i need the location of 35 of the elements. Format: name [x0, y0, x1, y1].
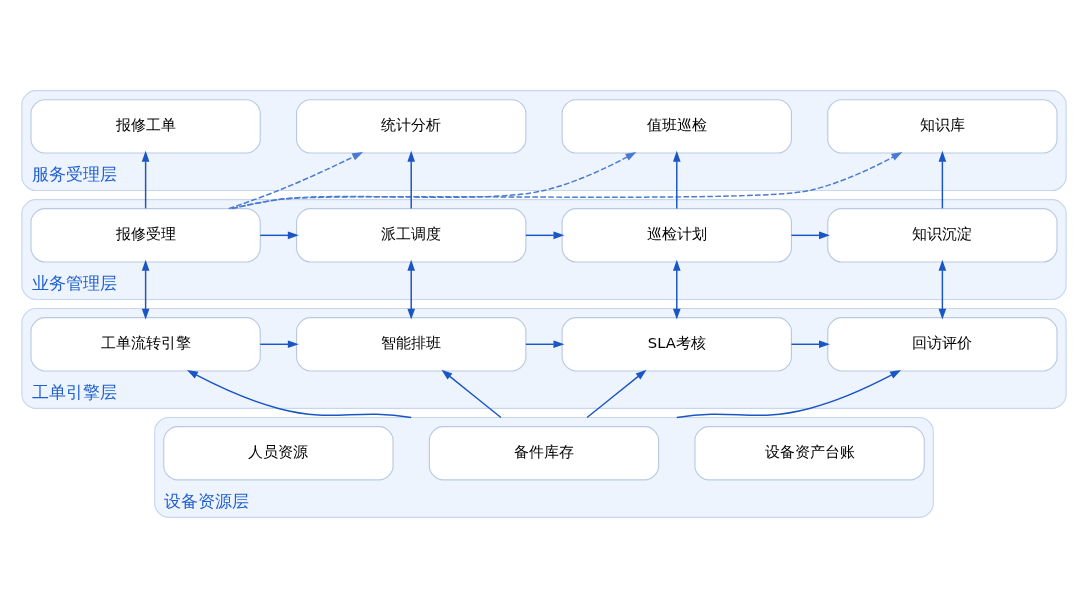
arrow	[672, 259, 681, 320]
arrow	[525, 340, 565, 349]
arrow	[141, 259, 150, 320]
arrow	[407, 150, 416, 210]
node-box: 设备资产台账	[694, 426, 925, 481]
node-box: 报修受理	[30, 208, 261, 263]
arrow	[938, 150, 947, 210]
node-box: 人员资源	[163, 426, 394, 481]
arrow	[525, 231, 565, 240]
node-box: 备件库存	[428, 426, 660, 481]
arrow	[186, 370, 412, 419]
arrow	[407, 259, 416, 320]
arrow	[790, 340, 830, 349]
arrow	[676, 370, 902, 419]
arrow	[672, 150, 681, 210]
node-box: 知识库	[827, 99, 1058, 154]
arrow	[790, 231, 830, 240]
arrow	[259, 231, 299, 240]
node-box: 值班巡检	[561, 99, 792, 154]
node-box: 巡检计划	[561, 208, 792, 263]
arrow	[141, 150, 150, 210]
node-box: SLA考核	[561, 317, 792, 372]
arrow	[259, 340, 299, 349]
arrow	[230, 152, 903, 210]
node-box: 工单流转引擎	[30, 317, 261, 372]
arrow	[938, 259, 947, 320]
node-box: 派工调度	[296, 208, 527, 263]
node-box: 统计分析	[296, 99, 527, 154]
node-box: 智能排班	[296, 317, 527, 372]
arrow	[441, 369, 502, 419]
arrow	[586, 369, 647, 419]
node-box: 报修工单	[30, 99, 261, 154]
node-box: 知识沉淀	[827, 208, 1058, 263]
arrow	[228, 152, 364, 210]
node-box: 回访评价	[827, 317, 1058, 372]
